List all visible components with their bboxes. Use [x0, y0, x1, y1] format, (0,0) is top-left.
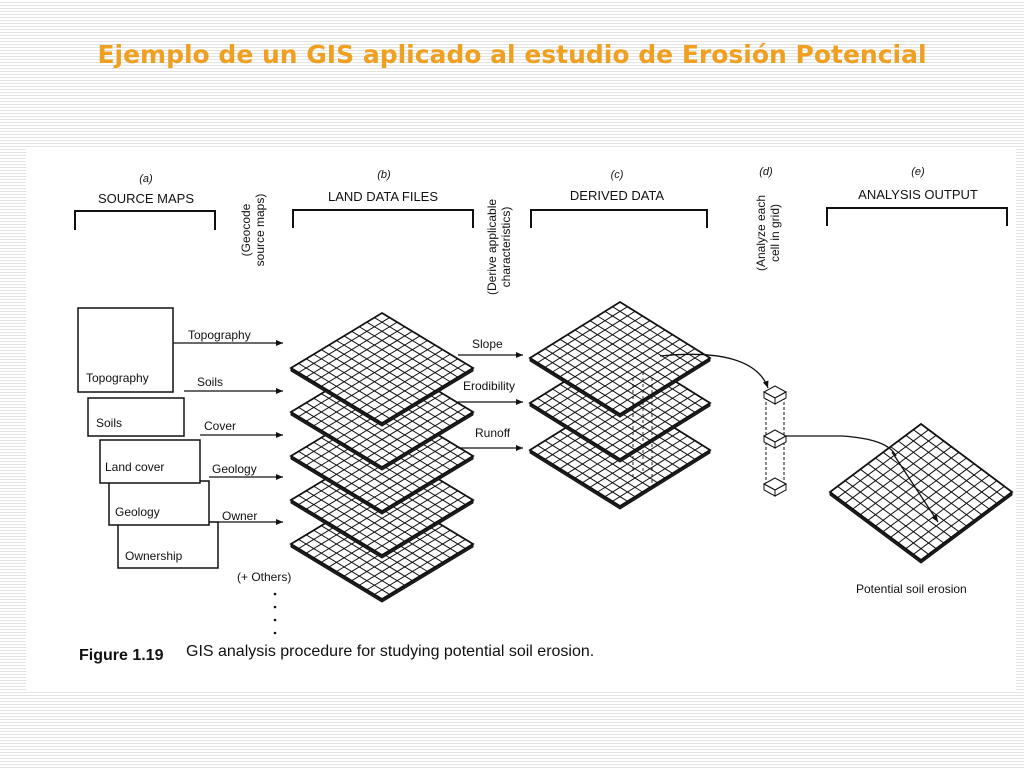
step-geocode: (Geocode source maps): [239, 194, 267, 267]
column-heading-analysis-output: ANALYSIS OUTPUT: [858, 187, 978, 202]
bracket-derived-data: [530, 209, 708, 228]
column-letter-e: (e): [911, 166, 925, 178]
derived-grid-layer-1: [528, 300, 712, 418]
column-letter-a: (a): [139, 173, 153, 185]
source-map-land-cover: [99, 439, 201, 484]
source-map-soils: [87, 397, 185, 437]
output-pointer-arrow: [891, 451, 939, 523]
layer-output-cover: Cover: [204, 419, 236, 433]
derived-data-layers: [528, 300, 712, 510]
layer-output-soils: Soils: [197, 375, 223, 389]
output-grid-layer: [828, 422, 1014, 564]
column-letter-b: (b): [377, 169, 391, 181]
gis-analysis-figure: (a) (b) (c) (d) (e) SOURCE MAPS LAND DAT…: [74, 166, 1014, 664]
column-heading-land-data-files: LAND DATA FILES: [328, 189, 438, 204]
figure-caption-number: Figure 1.19: [79, 647, 164, 664]
bracket-source-maps: [74, 210, 216, 230]
step-geocode-line-1: (Geocode: [239, 203, 253, 256]
slide-title: Ejemplo de un GIS aplicado al estudio de…: [97, 40, 927, 69]
cell-stack: [762, 385, 788, 497]
bracket-land-data-files: [292, 209, 474, 228]
source-map-topography-label: Topography: [86, 371, 149, 385]
step-geocode-line-2: source maps): [253, 194, 267, 267]
step-derive-line-2: characteristics): [499, 207, 513, 288]
layer-output-owner: Owner: [222, 509, 257, 523]
step-derive-line-1: (Derive applicable: [485, 199, 499, 295]
cell-column-dashed: [632, 372, 653, 486]
figure-panel: [26, 148, 1016, 690]
source-map-topography: [77, 307, 174, 393]
source-map-ownership: [117, 521, 219, 569]
derived-label-runoff: Runoff: [475, 426, 511, 440]
arrow-to-cell-stack: [659, 353, 769, 389]
land-data-grid-layer-1: [289, 311, 475, 427]
step-derive: (Derive applicable characteristics): [485, 199, 513, 295]
output-label: Potential soil erosion: [856, 582, 967, 596]
source-map-soils-label: Soils: [96, 416, 122, 430]
step-analyze-line-2: cell in grid): [768, 204, 782, 262]
analysis-output-grid: [828, 422, 1014, 564]
source-map-ownership-label: Ownership: [125, 549, 183, 563]
column-letter-c: (c): [611, 169, 624, 181]
step-analyze: (Analyze each cell in grid): [754, 195, 782, 271]
source-map-land-cover-label: Land cover: [105, 460, 164, 474]
others-label: (+ Others): [237, 570, 291, 584]
derived-label-slope: Slope: [472, 337, 503, 351]
figure-caption-text: GIS analysis procedure for studying pote…: [186, 643, 594, 660]
derived-label-erodibility: Erodibility: [463, 379, 515, 393]
layer-output-geology: Geology: [212, 462, 257, 476]
layer-output-topography: Topography: [188, 328, 251, 342]
column-heading-source-maps: SOURCE MAPS: [98, 191, 194, 206]
arrow-to-output: [786, 435, 897, 457]
column-letter-d: (d): [759, 166, 773, 178]
bracket-analysis-output: [826, 207, 1008, 226]
source-map-geology-label: Geology: [115, 505, 160, 519]
land-data-file-layers: [289, 311, 475, 603]
column-heading-derived-data: DERIVED DATA: [570, 188, 664, 203]
step-analyze-line-1: (Analyze each: [754, 195, 768, 271]
continuation-dots: [273, 592, 277, 635]
